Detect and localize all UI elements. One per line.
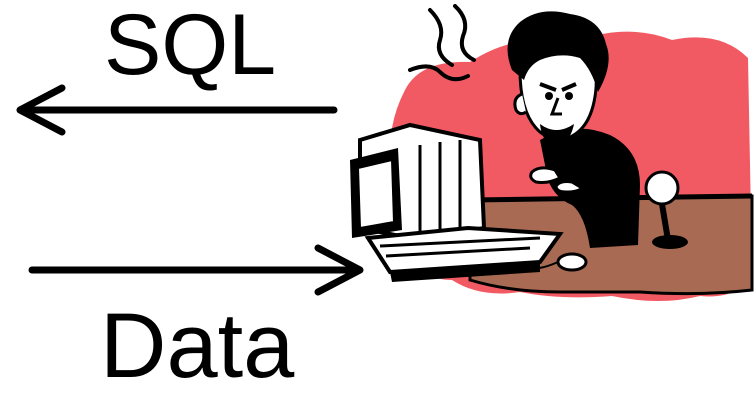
angry-computer-user-clipart bbox=[350, 4, 754, 302]
data-label: Data bbox=[100, 295, 295, 397]
arrow-right-icon bbox=[28, 244, 364, 296]
squiggle-3 bbox=[408, 64, 470, 82]
knob-ball bbox=[644, 170, 680, 206]
squiggle-1 bbox=[428, 8, 454, 67]
arrow-left-icon bbox=[16, 84, 338, 136]
mouse bbox=[556, 252, 588, 272]
person-body bbox=[540, 128, 640, 248]
sql-label: SQL bbox=[104, 0, 277, 93]
squiggle-2 bbox=[453, 4, 476, 62]
person-hair bbox=[507, 11, 609, 92]
